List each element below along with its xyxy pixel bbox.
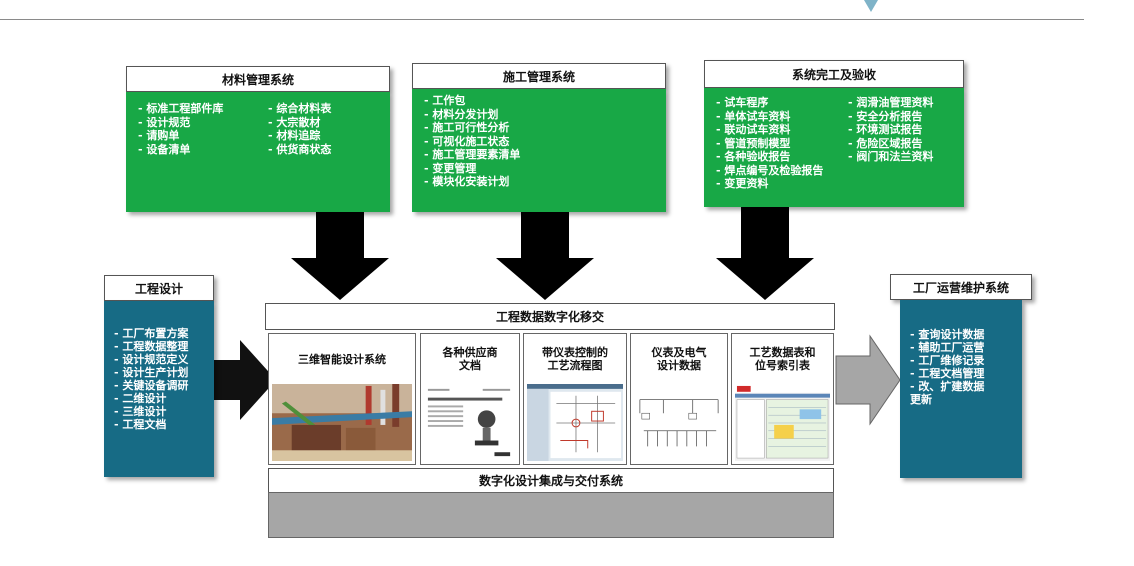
list-item: 安全分析报告 (848, 110, 933, 124)
engineering-title: 工程设计 (104, 275, 214, 301)
list-item: 工程文档 (114, 418, 188, 431)
vendor-doc-image (424, 384, 516, 461)
list-item: 单体试车资料 (716, 110, 823, 124)
list-item: 施工管理要素清单 (424, 148, 520, 162)
list-item: 二维设计 (114, 392, 188, 405)
list-item: 管道预制模型 (716, 137, 823, 151)
list-item: 设备清单 (138, 143, 223, 157)
operations-title: 工厂运营维护系统 (890, 274, 1032, 300)
arrow-construction-down (496, 212, 594, 300)
completion-title: 系统完工及验收 (704, 60, 964, 88)
list-item: 焊点编号及检验报告 (716, 164, 823, 178)
panel-title: 带仪表控制的 工艺流程图 (542, 346, 608, 372)
list-item: 工程数据整理 (114, 340, 188, 353)
list-item: 查询设计数据 (910, 328, 1018, 341)
list-item: 润滑油管理资料 (848, 96, 933, 110)
list-item: 环境测试报告 (848, 123, 933, 137)
panel-vendor-docs: 各种供应商 文档 (420, 333, 520, 465)
list-item: 设计生产计划 (114, 366, 188, 379)
completion-list-col2: 润滑油管理资料 安全分析报告 环境测试报告 危险区域报告 阀门和法兰资料 (848, 96, 933, 164)
list-item: 联动试车资料 (716, 123, 823, 137)
list-item: 可视化施工状态 (424, 135, 520, 149)
completion-list-col1: 试车程序 单体试车资料 联动试车资料 管道预制模型 各种验收报告 焊点编号及检验… (716, 96, 823, 191)
list-item: 改、扩建数据更新 (910, 380, 986, 406)
list-item: 材料追踪 (268, 129, 331, 143)
construction-box: 工作包 材料分发计划 施工可行性分析 可视化施工状态 施工管理要素清单 变更管理… (412, 89, 666, 212)
operations-box: 查询设计数据 辅助工厂运营 工厂维修记录 工程文档管理 改、扩建数据更新 (900, 300, 1022, 478)
list-item: 危险区域报告 (848, 137, 933, 151)
panel-title: 各种供应商 文档 (442, 346, 498, 372)
panel-title: 仪表及电气 设计数据 (651, 346, 707, 372)
wiring-diagram (634, 384, 724, 461)
list-item: 设计规范 (138, 116, 223, 130)
list-item: 关键设备调研 (114, 379, 188, 392)
materials-title: 材料管理系统 (126, 66, 390, 92)
list-item: 综合材料表 (268, 102, 331, 116)
list-item: 变更管理 (424, 162, 520, 176)
list-item: 工厂维修记录 (910, 354, 1018, 367)
header-divider (0, 19, 1084, 20)
panel-title: 工艺数据表和 位号索引表 (749, 346, 816, 372)
panel-title: 三维智能设计系统 (298, 352, 386, 366)
platform-base (268, 492, 834, 538)
completion-box: 试车程序 单体试车资料 联动试车资料 管道预制模型 各种验收报告 焊点编号及检验… (704, 88, 964, 207)
list-item: 设计规范定义 (114, 353, 188, 366)
construction-list: 工作包 材料分发计划 施工可行性分析 可视化施工状态 施工管理要素清单 变更管理… (424, 94, 520, 189)
arrow-completion-down (716, 207, 814, 300)
materials-list-col2: 综合材料表 大宗散材 材料追踪 供货商状态 (268, 102, 331, 156)
list-item: 工厂布置方案 (114, 327, 188, 340)
list-item: 各种验收报告 (716, 150, 823, 164)
arrow-engineering-right (214, 340, 276, 420)
panel-instrument-electrical: 仪表及电气 设计数据 (630, 333, 728, 465)
engineering-box: 工厂布置方案 工程数据整理 设计规范定义 设计生产计划 关键设备调研 二维设计 … (104, 301, 214, 477)
list-item: 大宗散材 (268, 116, 331, 130)
pid-screenshot (527, 384, 623, 461)
handover-title: 工程数据数字化移交 (265, 303, 835, 330)
list-item: 材料分发计划 (424, 108, 520, 122)
engineering-list: 工厂布置方案 工程数据整理 设计规范定义 设计生产计划 关键设备调研 二维设计 … (114, 327, 188, 431)
arrow-to-operations (835, 334, 901, 426)
materials-list-col1: 标准工程部件库 设计规范 请购单 设备清单 (138, 102, 223, 156)
list-item: 阀门和法兰资料 (848, 150, 933, 164)
construction-title: 施工管理系统 (412, 63, 666, 89)
list-item: 工程文档管理 (910, 367, 1018, 380)
arrow-materials-down (291, 212, 389, 300)
platform-title: 数字化设计集成与交付系统 (268, 468, 834, 493)
list-item: 请购单 (138, 129, 223, 143)
operations-list: 查询设计数据 辅助工厂运营 工厂维修记录 工程文档管理 改、扩建数据更新 (910, 328, 1018, 406)
panel-3d-design: 三维智能设计系统 (268, 333, 416, 465)
list-item: 三维设计 (114, 405, 188, 418)
list-item: 模块化安装计划 (424, 175, 520, 189)
list-item: 施工可行性分析 (424, 121, 520, 135)
plant-photo (272, 384, 412, 461)
panel-process-datasheet: 工艺数据表和 位号索引表 (731, 333, 834, 465)
list-item: 辅助工厂运营 (910, 341, 1018, 354)
list-item: 变更资料 (716, 177, 823, 191)
list-item: 标准工程部件库 (138, 102, 223, 116)
logo-icon (864, 0, 878, 12)
materials-box: 标准工程部件库 设计规范 请购单 设备清单 综合材料表 大宗散材 材料追踪 供货… (126, 92, 390, 212)
datasheet-screenshot (735, 384, 830, 461)
panel-pid: 带仪表控制的 工艺流程图 (523, 333, 627, 465)
list-item: 试车程序 (716, 96, 823, 110)
list-item: 供货商状态 (268, 143, 331, 157)
list-item: 工作包 (424, 94, 520, 108)
